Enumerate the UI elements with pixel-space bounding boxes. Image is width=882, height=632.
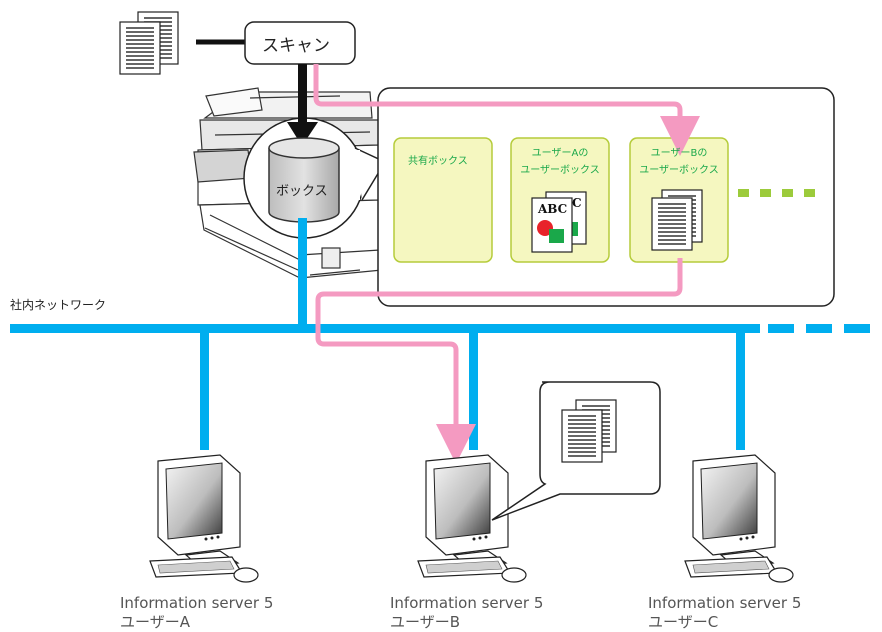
box-label: ボックス xyxy=(276,184,328,199)
user-a-box-label-2: ユーザーボックス xyxy=(520,165,600,176)
user-b-to-pc-flow xyxy=(315,258,683,464)
computer-b-icon xyxy=(417,454,527,583)
abc-text: ABC xyxy=(537,202,567,216)
network-label: 社内ネットワーク xyxy=(10,298,107,312)
user-b-box-label-1: ユーザーBの xyxy=(650,148,708,159)
scan-to-box-arrow xyxy=(287,64,318,146)
shared-box-label: 共有ボックス xyxy=(408,156,468,167)
box-storage-icon xyxy=(268,137,340,223)
scan-to-user-b-flow xyxy=(313,64,700,156)
computer-a-user: ユーザーA xyxy=(120,613,190,631)
computer-b-label: Information server 5 ユーザーB xyxy=(390,594,543,632)
computer-b-user: ユーザーB xyxy=(390,613,460,631)
user-b-box-label-2: ユーザーボックス xyxy=(639,165,719,176)
original-documents-icon xyxy=(119,11,179,75)
computer-c-label: Information server 5 ユーザーC xyxy=(648,594,801,632)
user-b-document-icon xyxy=(651,189,703,251)
computer-a-product: Information server 5 xyxy=(120,594,274,612)
user-a-box-label-1: ユーザーAの xyxy=(531,148,589,159)
network-line xyxy=(10,218,870,450)
shared-box xyxy=(393,137,493,263)
received-document-bubble xyxy=(491,381,661,521)
computer-c-icon xyxy=(684,454,794,583)
scan-label: スキャン xyxy=(262,36,330,56)
computer-a-label: Information server 5 ユーザーA xyxy=(120,594,273,632)
computer-c-user: ユーザーC xyxy=(648,613,719,631)
computer-b-product: Information server 5 xyxy=(390,594,544,612)
more-boxes-dots xyxy=(738,189,815,197)
computer-a-icon xyxy=(149,454,259,583)
computer-c-product: Information server 5 xyxy=(648,594,802,612)
abc-document-icon: ABC C xyxy=(531,191,587,253)
svg-text:C: C xyxy=(572,196,582,210)
